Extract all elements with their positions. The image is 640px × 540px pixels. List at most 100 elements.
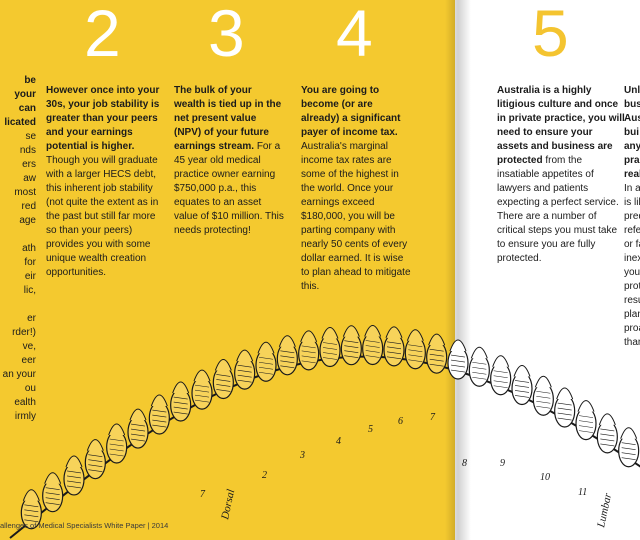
spine-label: 4: [336, 436, 341, 447]
frag-line: aw: [23, 173, 36, 184]
vertebra-hatch: [322, 342, 338, 345]
vertebra-hatch: [386, 346, 402, 350]
frag-line: most: [14, 187, 36, 198]
vertebra-hatch: [88, 454, 103, 457]
frag-line: lic,: [23, 285, 36, 296]
vertebra-hatch: [237, 374, 252, 378]
vertebra-hatch: [600, 438, 615, 442]
vertebra: [340, 332, 362, 366]
vertebra-hatch: [109, 448, 124, 452]
column-lead: However once into your 30s, your job sta…: [46, 85, 160, 152]
vertebra: [234, 356, 256, 390]
vertebra-hatch: [24, 504, 39, 508]
vertebra: [212, 365, 234, 400]
column-section-5: Australia is a highly litigious culture …: [497, 84, 625, 266]
vertebra-hatch: [66, 485, 82, 489]
vertebra-hatch: [45, 497, 60, 501]
vertebra-hatch: [280, 350, 295, 354]
vertebra-hatch: [130, 423, 146, 427]
vertebra-hatch: [258, 371, 274, 375]
vertebra-hatch: [429, 353, 444, 357]
vertebra-process: [129, 408, 147, 421]
section-number-3: 3: [208, 0, 245, 70]
vertebra-hatch: [557, 412, 572, 416]
vertebra-hatch: [66, 475, 82, 479]
spine-label: 10: [540, 472, 550, 483]
vertebra-hatch: [536, 395, 551, 399]
vertebra-hatch: [152, 409, 167, 413]
vertebra-hatch: [429, 363, 444, 367]
vertebra-hatch: [493, 385, 508, 389]
spine-label: Lumbar: [595, 491, 614, 529]
vertebra-hatch: [88, 459, 103, 462]
vertebra-process: [65, 455, 83, 468]
frag-line: ou: [24, 383, 36, 394]
column-section-4: You are going to become (or are already)…: [301, 84, 411, 294]
vertebra: [84, 446, 106, 480]
vertebra-hatch: [237, 379, 252, 383]
frag-line: ealth: [14, 397, 36, 408]
frag-line: your: [14, 89, 36, 100]
vertebra-hatch: [429, 348, 444, 352]
spine-label: 2: [262, 470, 267, 481]
frag-line: can: [18, 103, 36, 114]
vertebra-hatch: [301, 345, 316, 349]
vertebra-hatch: [130, 438, 146, 442]
vertebra-hatch: [450, 359, 466, 363]
vertebra: [191, 376, 213, 410]
spine-label: 7: [200, 489, 206, 500]
vertebra-hatch: [578, 425, 594, 428]
vertebra-hatch: [472, 366, 487, 370]
vertebra-process: [385, 326, 403, 339]
vertebra: [511, 371, 533, 406]
vertebra-process: [598, 413, 616, 426]
vertebra-hatch: [194, 389, 210, 393]
vertebra-hatch: [578, 415, 594, 418]
vertebra-hatch: [429, 358, 444, 362]
vertebra: [618, 434, 640, 468]
vertebra-hatch: [130, 428, 146, 432]
vertebra-hatch: [216, 389, 231, 392]
vertebra-hatch: [194, 384, 210, 388]
frag-line: licated: [4, 117, 36, 128]
vertebra-hatch: [536, 400, 551, 404]
spine-label: 5: [368, 424, 373, 435]
vertebra-hatch: [301, 350, 316, 354]
column-section-2: However once into your 30s, your job sta…: [46, 84, 166, 280]
frag-line: be: [24, 75, 36, 86]
vertebra: [362, 331, 384, 366]
vertebra-hatch: [408, 344, 423, 348]
vertebra-hatch: [322, 347, 338, 350]
vertebra-process: [492, 355, 510, 367]
section-number-4: 4: [336, 0, 373, 70]
vertebra: [554, 394, 576, 428]
vertebra-hatch: [216, 379, 231, 382]
frag-line: eir: [24, 271, 36, 282]
vertebra-hatch: [109, 443, 124, 447]
vertebra-hatch: [24, 519, 39, 523]
vertebra-process: [193, 369, 211, 382]
vertebra-hatch: [45, 492, 60, 496]
column-body: For a 45 year old medical practice owner…: [174, 141, 284, 236]
vertebra: [319, 333, 341, 368]
vertebra-hatch: [600, 443, 615, 447]
vertebra-hatch: [408, 354, 423, 358]
vertebra-hatch: [280, 360, 295, 364]
vertebra-hatch: [66, 480, 82, 484]
vertebra-hatch: [301, 360, 316, 364]
column-lead: Australia is a highly litigious culture …: [497, 85, 625, 166]
frag-line: irmly: [14, 411, 36, 422]
vertebra: [447, 346, 469, 380]
vertebra: [468, 353, 490, 387]
column-body: In a is lil pred refe or fa inex you pro…: [624, 183, 640, 348]
vertebra-process: [22, 489, 40, 501]
vertebra-hatch: [365, 350, 380, 353]
vertebra-hatch: [557, 417, 572, 421]
column-body: from the insatiable appetites of lawyers…: [497, 155, 619, 264]
vertebra: [532, 382, 554, 416]
vertebra: [383, 333, 405, 367]
vertebra-hatch: [130, 433, 146, 437]
vertebra-hatch: [600, 433, 615, 437]
